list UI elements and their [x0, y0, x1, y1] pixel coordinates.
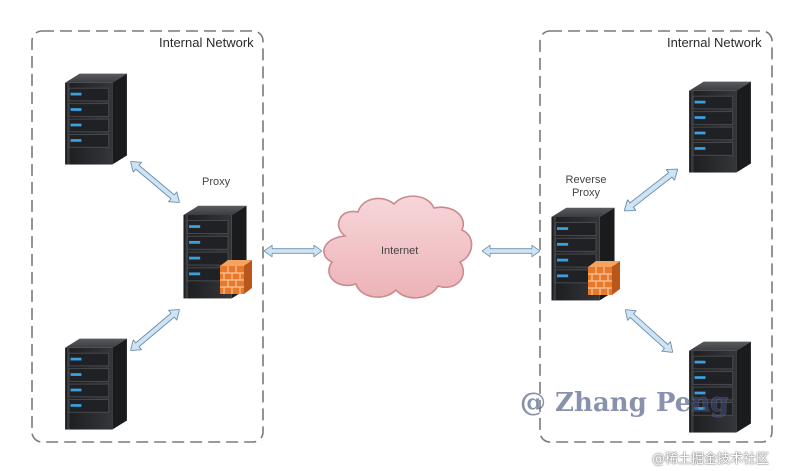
- reverse-proxy-label: Reverse Proxy: [558, 174, 614, 200]
- author-watermark: @ Zhang Peng: [520, 388, 729, 418]
- server-icon: [64, 73, 128, 166]
- double-arrow-icon: [620, 304, 678, 358]
- left-network-boundary: [31, 30, 264, 443]
- internet-label: Internet: [381, 245, 419, 257]
- double-arrow-icon: [619, 163, 683, 217]
- reverse-proxy-label-line2: Proxy: [571, 187, 601, 199]
- cloud-icon: [323, 195, 473, 299]
- server-icon: [64, 338, 128, 431]
- site-credit: @稀土掘金技术社区: [652, 452, 770, 467]
- left-network-label: Internal Network: [159, 35, 254, 50]
- double-arrow-icon: [482, 244, 540, 258]
- reverse-proxy-label-line1: Reverse: [565, 174, 607, 186]
- firewall-icon: [587, 260, 621, 296]
- proxy-label: Proxy: [202, 176, 231, 188]
- double-arrow-icon: [125, 304, 185, 356]
- double-arrow-icon: [264, 244, 322, 258]
- right-network-boundary: [539, 30, 773, 443]
- server-icon: [688, 81, 752, 174]
- right-network-label: Internal Network: [667, 35, 762, 50]
- firewall-icon: [219, 259, 253, 295]
- double-arrow-icon: [125, 156, 185, 208]
